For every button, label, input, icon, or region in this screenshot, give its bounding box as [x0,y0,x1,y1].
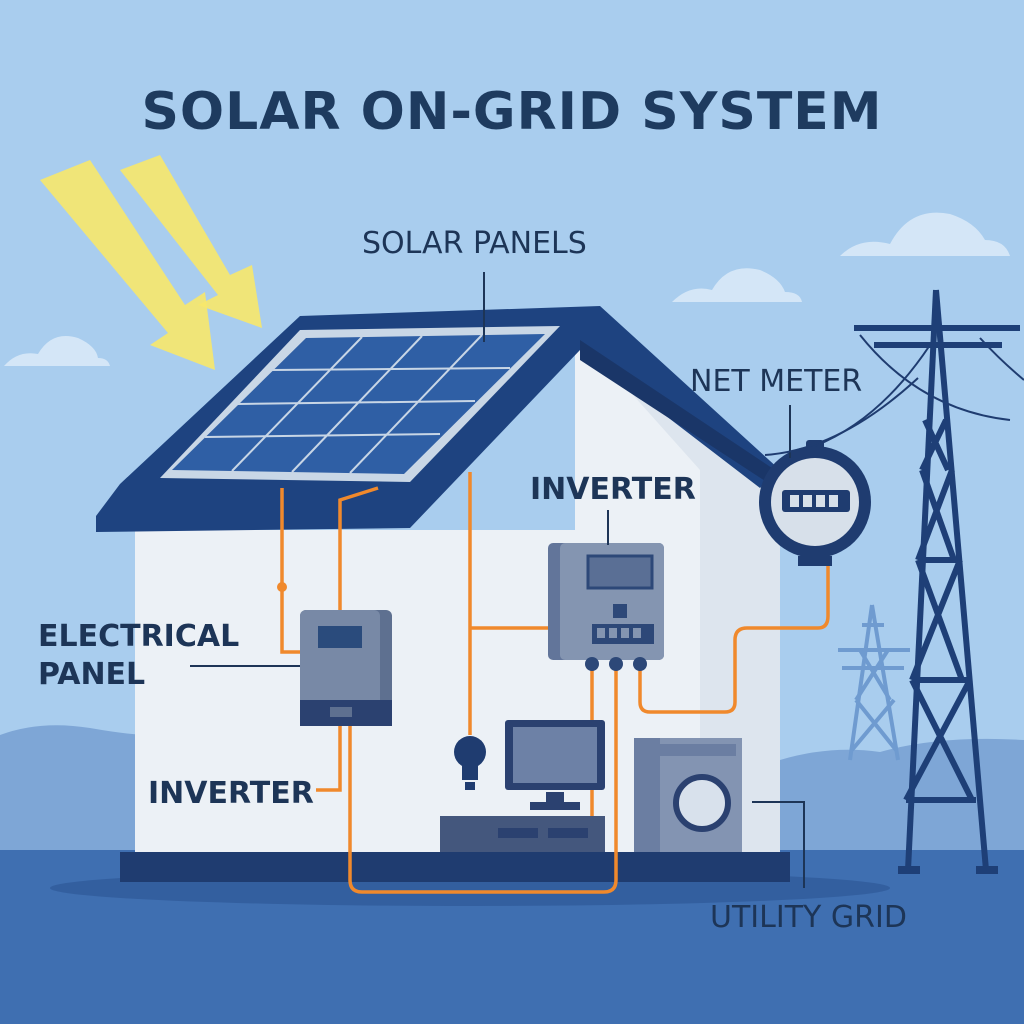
electrical-panel-label: ELECTRICAL PANEL [38,618,239,694]
wire-connector [277,582,287,592]
diagram-title: SOLAR ON-GRID SYSTEM [141,82,883,142]
solar-panels-label: SOLAR PANELS [362,226,587,261]
sun-rays-icon [40,155,262,370]
house-wall [135,330,780,852]
net-meter-label: NET METER [690,364,863,399]
inverter-box-icon [548,543,664,671]
solar-panel-icon [160,326,560,482]
clouds [4,212,1010,366]
utility-grid-leader-line [752,801,805,888]
house-foundation [120,852,790,882]
roof-edge [580,340,790,492]
pylon-foot-right [976,866,998,874]
inverter-bottom-label: INVERTER [148,776,314,811]
power-pylon-icon [854,289,1020,871]
light-bulb-icon [454,736,486,790]
computer-monitor-icon [440,720,605,852]
transmission-tower-icon [838,604,910,761]
background-hills-right [780,738,1024,860]
electrical-panel-label-line2: PANEL [38,657,146,692]
washing-machine-icon [634,738,742,852]
inverter-top-label: INVERTER [530,472,696,507]
utility-grid-label: UTILITY GRID [710,900,907,935]
pylon-foot-left [898,866,920,874]
electrical-panel-box-icon [300,610,392,726]
electrical-panel-label-line1: ELECTRICAL [38,619,240,654]
net-meter-dial-icon [759,440,871,566]
background-hills-left [0,725,150,860]
power-lines [764,334,1024,456]
